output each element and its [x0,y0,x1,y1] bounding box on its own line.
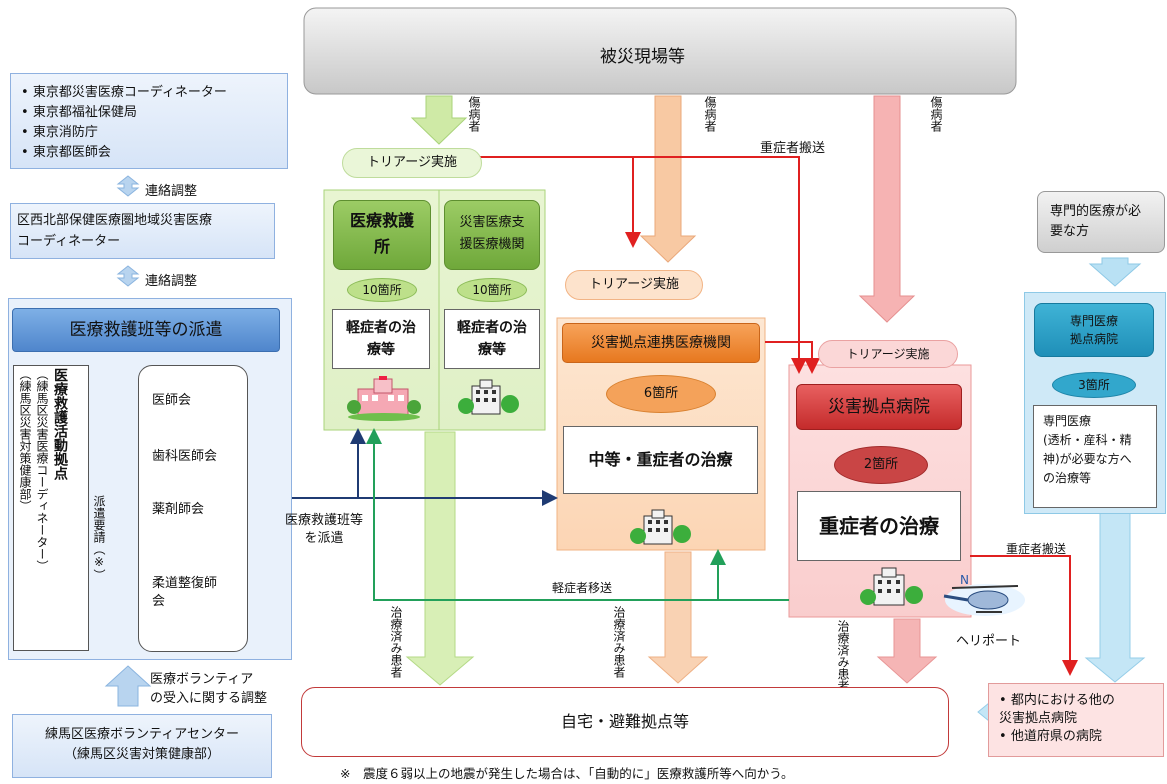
other-hospital-item: • 都内における他の 災害拠点病院 [999,693,1115,726]
home-shelter-box: 自宅・避難拠点等 [301,687,949,757]
dispatch-header: 医療救護班等の派遣 [12,308,280,352]
dispatch-request-label: 派遣要請（※） [92,495,106,581]
specialist-hospital-count: 3箇所 [1052,372,1136,398]
aid-station-building-icon [346,375,422,421]
support-medical-count: 10箇所 [457,278,527,302]
svg-text:N: N [960,573,969,587]
triage-cloud-1: トリアージ実施 [342,148,482,178]
support-medical-treatment: 軽症者の治 療等 [444,309,540,369]
agency-item: • 東京都福祉保健局 [21,105,137,120]
other-hospital-item: • 他道府県の病院 [999,729,1102,744]
association-pharmacists: 薬剤師会 [152,502,205,517]
dispatch-teams-label: 医療救護班等 を派遣 [285,513,364,546]
partner-hospital-icon [630,508,694,548]
medical-hq-title: 医療救護活動拠点 [52,368,68,480]
association-judo-therapists: 柔道整復師 会 [152,576,218,609]
support-medical-title: 災害医療支 援医療機関 [444,200,540,270]
partner-hospital-treatment: 中等・重症者の治療 [563,426,758,494]
disaster-site-box [303,7,1017,95]
aid-station-title: 医療救護 所 [333,200,431,270]
agency-item: • 東京都医師会 [21,145,111,160]
severe-transport-label-2: 重症者搬送 [1006,542,1067,556]
treated-patients-label-3: 治療済み患者 [836,620,850,692]
triage-cloud-3-label: トリアージ実施 [846,347,930,361]
base-hospital-treatment: 重症者の治療 [797,491,961,561]
medical-hq-sub: （練馬区災害医療コーディネーター） [35,368,49,572]
partner-hospital-title: 災害拠点連携医療機関 [562,323,760,363]
triage-cloud-2: トリアージ実施 [565,270,703,300]
regional-coordinator-box: 区西北部保健医療圏地域災害医療 コーディネーター [10,203,275,259]
heliport-label: ヘリポート [956,634,1022,649]
medical-hq-sub2: （練馬区災害対策健康部） [18,368,32,512]
support-hospital-icon [458,378,522,418]
partner-hospital-count: 6箇所 [606,375,716,413]
aid-station-count: 10箇所 [347,278,417,302]
association-dentists: 歯科医師会 [152,449,218,464]
specialist-hospital-treatment: 専門医療 (透析・産科・精 神)が必要な方へ の治療等 [1033,405,1157,508]
volunteer-adjust-label: 医療ボランティア の受入に関する調整 [150,672,268,706]
treated-patients-label-1: 治療済み患者 [389,606,403,678]
triage-cloud-3: トリアージ実施 [818,340,958,368]
injured-label-3: 傷病者 [929,96,943,132]
association-doctors: 医師会 [152,393,192,408]
helicopter-icon: N [940,572,1030,624]
other-hospitals-box: • 都内における他の 災害拠点病院 • 他道府県の病院 [988,683,1164,757]
agency-item: • 東京都災害医療コーディネーター [21,85,227,100]
specialist-hospital-title: 専門医療 拠点病院 [1034,303,1154,357]
light-transfer-label: 軽症者移送 [552,581,613,595]
triage-cloud-2-label: トリアージ実施 [589,277,679,292]
aid-station-treatment: 軽症者の治 療等 [332,309,430,369]
medical-hq-box [13,365,89,651]
specialist-need-box: 専門的医療が必 要な方 [1037,191,1165,253]
injured-label-2: 傷病者 [703,96,717,132]
base-hospital-icon [860,565,924,609]
liaison-label-1: 連絡調整 [145,184,198,199]
injured-label-1: 傷病者 [467,96,481,132]
disaster-site-label: 被災現場等 [600,47,685,67]
volunteer-center-box: 練馬区医療ボランティアセンター （練馬区災害対策健康部） [12,714,272,778]
footnote: ※ 震度６弱以上の地震が発生した場合は、「自動的に」医療救護所等へ向かう。 [340,766,794,781]
treated-patients-label-2: 治療済み患者 [612,606,626,678]
base-hospital-count: 2箇所 [834,446,928,484]
severe-transport-label: 重症者搬送 [760,141,826,156]
triage-cloud-1-label: トリアージ実施 [367,155,457,170]
base-hospital-title: 災害拠点病院 [796,384,962,430]
agency-item: • 東京消防庁 [21,125,98,140]
associations-box [138,365,248,652]
tokyo-agencies-box: • 東京都災害医療コーディネーター • 東京都福祉保健局 • 東京消防庁 • 東… [10,73,288,169]
liaison-label-2: 連絡調整 [145,274,198,289]
